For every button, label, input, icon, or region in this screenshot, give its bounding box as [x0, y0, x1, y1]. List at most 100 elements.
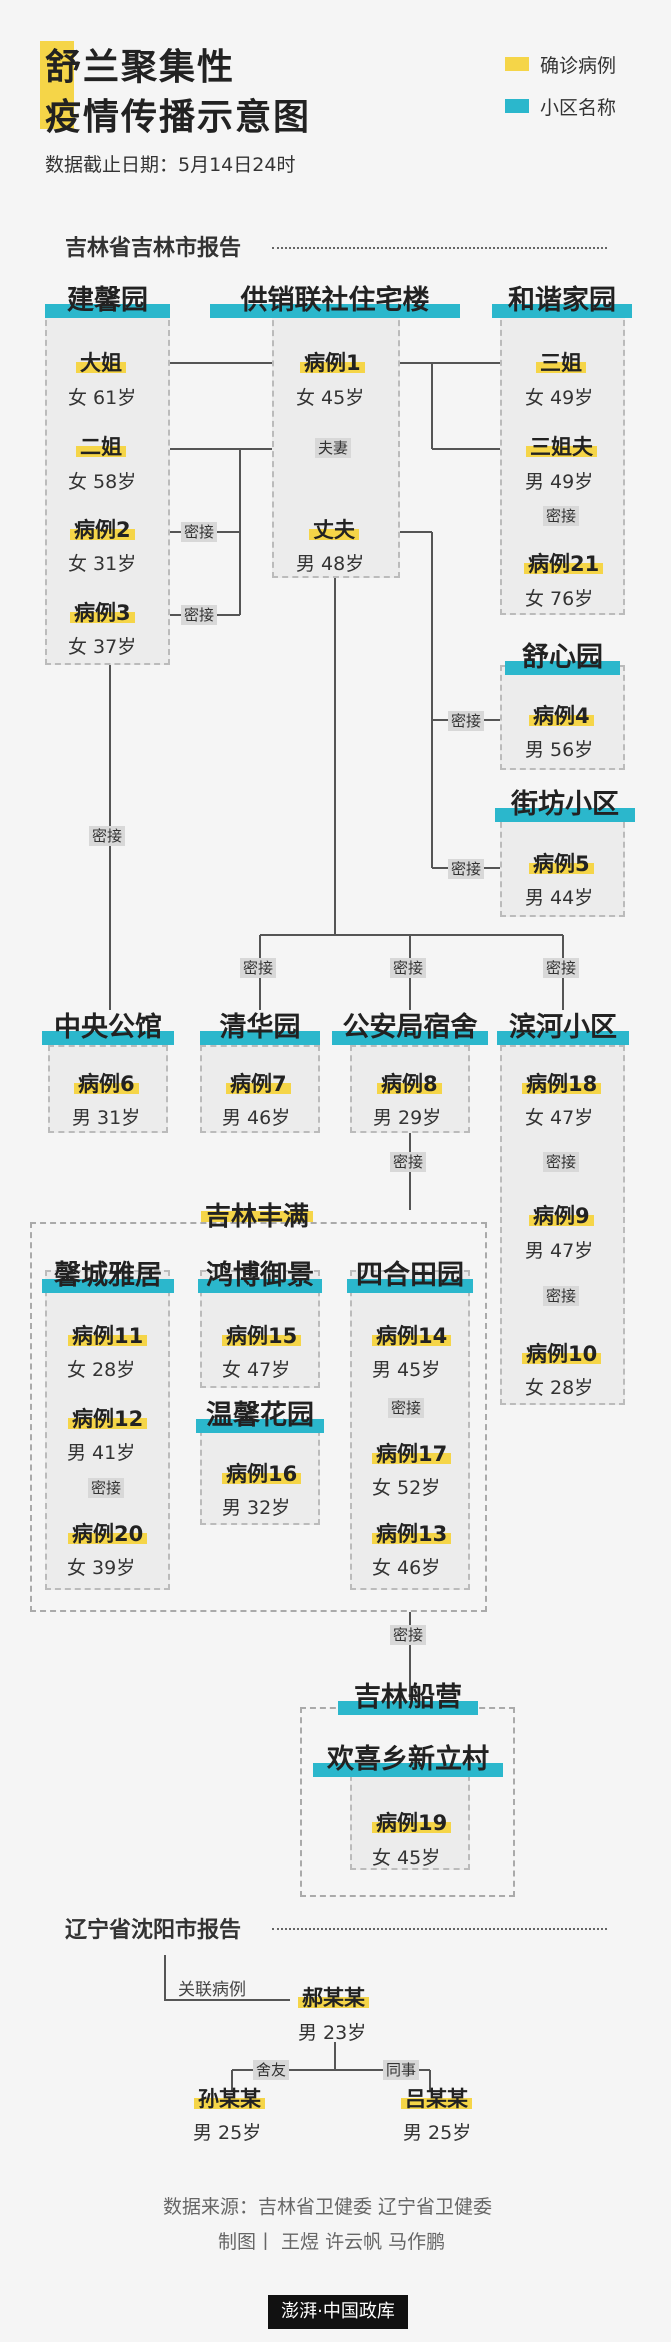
wenxin-box [200, 1420, 320, 1525]
case-husband-info: 男 48岁 [296, 553, 365, 575]
case-6-info: 男 31岁 [72, 1107, 141, 1129]
community-sihe: 四合田园 [347, 1258, 473, 1294]
case-2-info: 女 31岁 [68, 553, 137, 575]
case-13: 病例13 [371, 1518, 452, 1548]
data-source: 数据来源：吉林省卫健委 辽宁省卫健委 [163, 2196, 493, 2218]
case-5-info: 男 44岁 [525, 887, 594, 909]
huanxi-box [350, 1765, 470, 1870]
case-19: 病例19 [371, 1807, 452, 1837]
case-17-info: 女 52岁 [372, 1477, 441, 1499]
community-xincheng: 馨城雅居 [42, 1258, 174, 1294]
case-1: 病例1 [300, 347, 365, 377]
case-1-info: 女 45岁 [296, 387, 365, 409]
case-20: 病例20 [67, 1518, 148, 1548]
label-close-contact-c10: 密接 [543, 1286, 580, 1306]
case-16-info: 男 32岁 [222, 1497, 291, 1519]
label-close-contact-c4: 密接 [448, 711, 485, 731]
case-3: 病例3 [70, 597, 135, 627]
label-close-contact-c18: 密接 [543, 958, 580, 978]
title-accent-bar [40, 41, 74, 129]
case-lv: 吕某某 [401, 2083, 472, 2113]
case-15-info: 女 47岁 [222, 1359, 291, 1381]
case-sanjie: 三姐 [536, 347, 586, 377]
case-sanjiefu: 三姐夫 [526, 431, 597, 461]
region-jilinfengman: 吉林丰满 [200, 1196, 314, 1233]
case-sanjiefu-info: 男 49岁 [525, 471, 594, 493]
section-jilin-divider [272, 247, 607, 249]
case-20-info: 女 39岁 [67, 1557, 136, 1579]
section-liaoning-divider [272, 1928, 607, 1930]
label-close-contact-c9: 密接 [543, 1152, 580, 1172]
community-jiefang: 街坊小区 [495, 787, 635, 823]
case-sanjie-info: 女 49岁 [525, 387, 594, 409]
case-9: 病例9 [529, 1200, 594, 1230]
region-chuanying: 吉林船营 [338, 1680, 478, 1716]
case-10-info: 女 28岁 [525, 1377, 594, 1399]
community-legend-swatch [505, 99, 529, 113]
case-5: 病例5 [529, 848, 594, 878]
case-sun-info: 男 25岁 [193, 2122, 262, 2144]
case-lv-info: 男 25岁 [403, 2122, 472, 2144]
label-roommate: 舍友 [253, 2060, 290, 2080]
case-12-info: 男 41岁 [67, 1442, 136, 1464]
case-13-info: 女 46岁 [372, 1557, 441, 1579]
case-hao: 郝某某 [298, 1982, 369, 2012]
community-zhongyang: 中央公馆 [42, 1010, 174, 1046]
publisher-logo: 澎湃·中国政库 [268, 2295, 408, 2329]
label-close-contact-c5: 密接 [448, 859, 485, 879]
community-hongbo: 鸿博御景 [198, 1258, 322, 1294]
case-erjie-info: 女 58岁 [68, 471, 137, 493]
jilinfengman-group [30, 1222, 487, 1612]
case-9-info: 男 47岁 [525, 1240, 594, 1262]
case-7-info: 男 46岁 [222, 1107, 291, 1129]
cutoff-date: 数据截止日期：5月14日24时 [45, 154, 296, 176]
case-4: 病例4 [529, 700, 594, 730]
case-2: 病例2 [70, 514, 135, 544]
case-21-info: 女 76岁 [525, 588, 594, 610]
community-legend-label: 小区名称 [540, 97, 617, 119]
credits: 制图丨 王煜 许云帆 马作鹏 [218, 2231, 446, 2253]
community-huanxi: 欢喜乡新立村 [313, 1742, 503, 1778]
case-10: 病例10 [521, 1338, 602, 1368]
label-colleague: 同事 [383, 2060, 420, 2080]
label-spouse: 夫妻 [315, 438, 352, 458]
section-liaoning-title: 辽宁省沈阳市报告 [65, 1918, 242, 1943]
community-wenxin: 温馨花园 [196, 1398, 324, 1434]
label-related-case: 关联病例 [178, 1980, 246, 2000]
community-hexie: 和谐家园 [492, 283, 632, 319]
case-15: 病例15 [221, 1320, 302, 1350]
case-legend-swatch [505, 57, 529, 71]
case-11-info: 女 28岁 [67, 1359, 136, 1381]
case-16: 病例16 [221, 1458, 302, 1488]
case-erjie: 二姐 [76, 431, 126, 461]
case-hao-info: 男 23岁 [298, 2022, 367, 2044]
label-close-contact-c6: 密接 [89, 826, 126, 846]
section-jilin-title: 吉林省吉林市报告 [65, 236, 242, 261]
label-close-contact-c8: 密接 [390, 958, 427, 978]
case-6: 病例6 [74, 1068, 139, 1098]
label-close-contact-c7: 密接 [240, 958, 277, 978]
case-11: 病例11 [67, 1320, 148, 1350]
case-8-info: 男 29岁 [373, 1107, 442, 1129]
case-dajie-info: 女 61岁 [68, 387, 137, 409]
case-3-info: 女 37岁 [68, 636, 137, 658]
page-title-line1: 舒兰聚集性 [45, 47, 236, 88]
label-close-contact-c3: 密接 [181, 605, 218, 625]
community-qinghua: 清华园 [200, 1010, 320, 1046]
label-close-contact-c17: 密接 [388, 1398, 425, 1418]
case-8: 病例8 [377, 1068, 442, 1098]
label-close-contact-fengman: 密接 [390, 1152, 427, 1172]
case-18-info: 女 47岁 [525, 1107, 594, 1129]
community-gongxiao: 供销联社住宅楼 [210, 283, 460, 319]
label-close-contact-chuanying: 密接 [390, 1625, 427, 1645]
case-17: 病例17 [371, 1438, 452, 1468]
community-shuxin: 舒心园 [505, 640, 620, 676]
community-binhe: 滨河小区 [497, 1010, 629, 1046]
case-18: 病例18 [521, 1068, 602, 1098]
case-14-info: 男 45岁 [372, 1359, 441, 1381]
case-husband: 丈夫 [309, 514, 359, 544]
case-4-info: 男 56岁 [525, 739, 594, 761]
community-gonganju: 公安局宿舍 [332, 1010, 488, 1046]
case-12: 病例12 [67, 1403, 148, 1433]
label-close-contact-c21: 密接 [543, 506, 580, 526]
